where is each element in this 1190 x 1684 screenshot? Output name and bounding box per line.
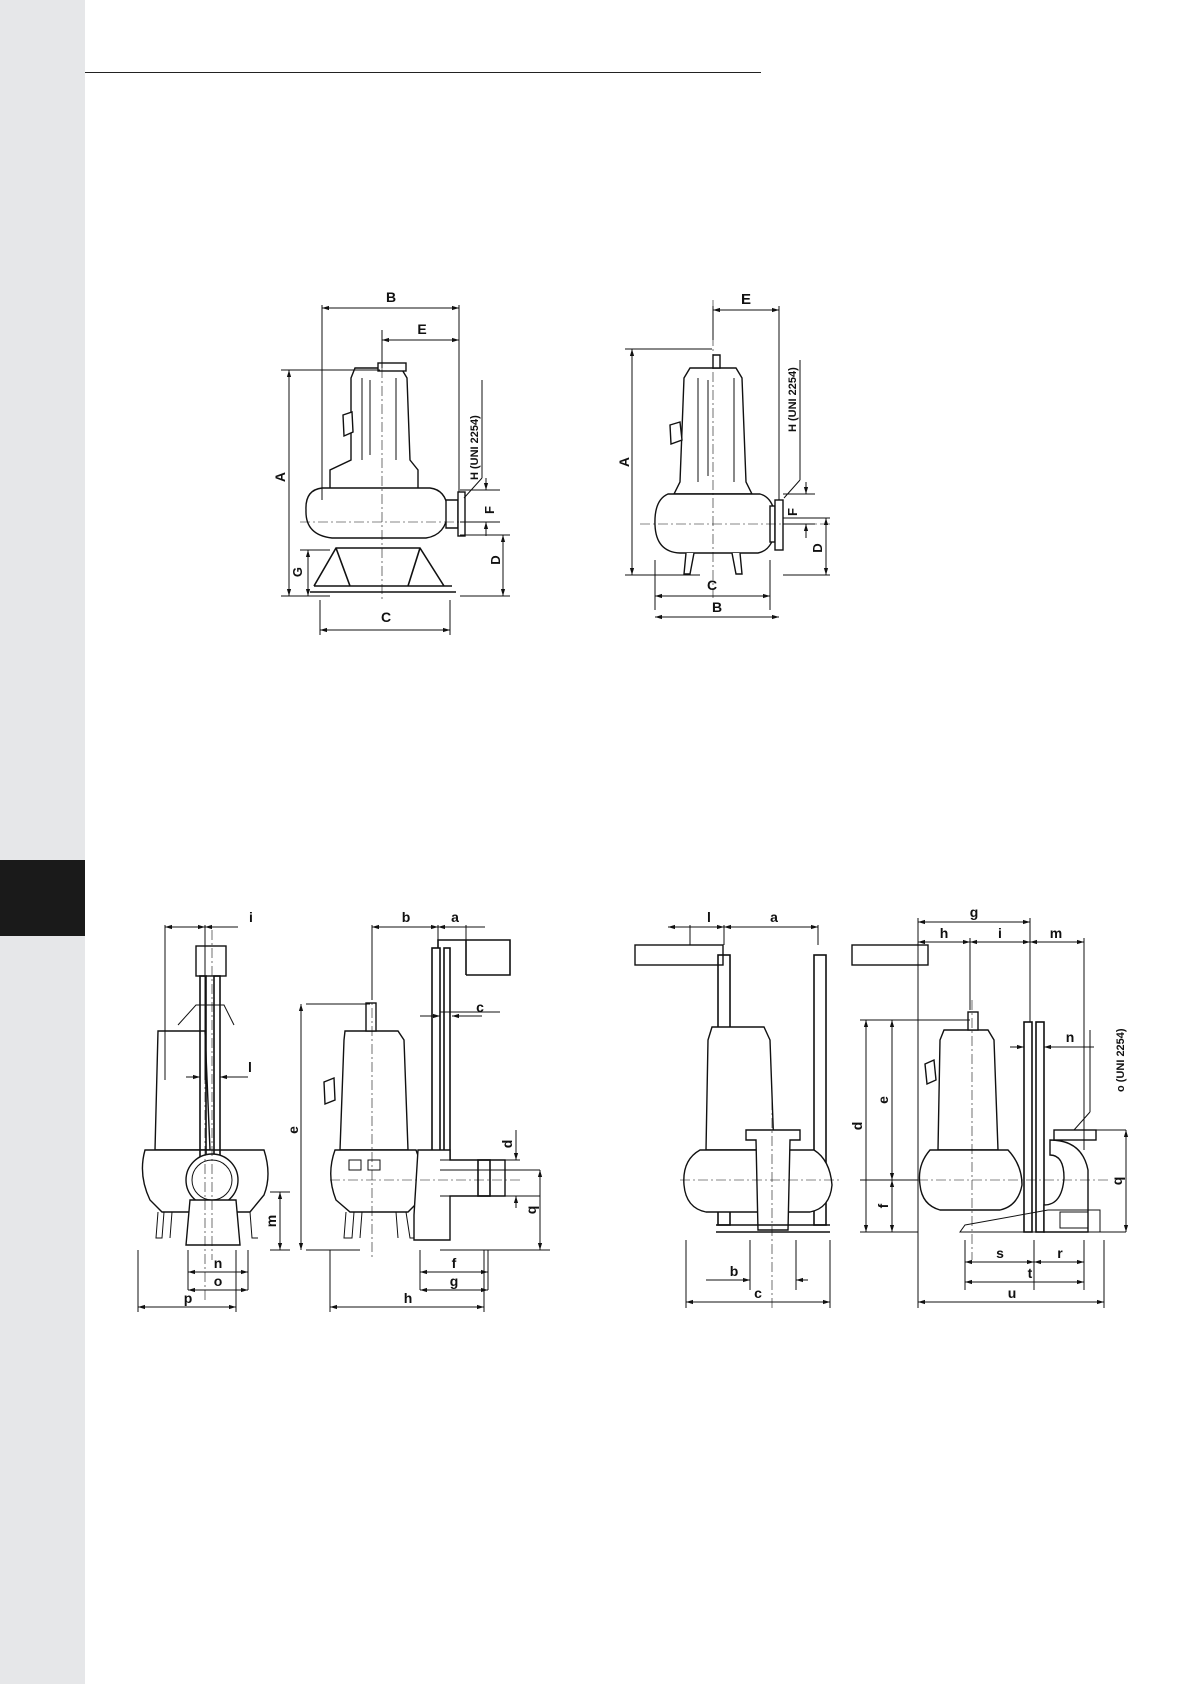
fig3-label-m: m — [263, 1215, 279, 1227]
fig3-label-l: l — [248, 1059, 252, 1075]
fig3-label-o: o — [214, 1273, 223, 1289]
pump-stand-drawing: B E A G C F D H (UNI 2254) — [272, 289, 510, 635]
fig4-label-c: c — [754, 1285, 762, 1301]
pump-guide-rail-drawing: i l b a c e m d q n o p f g h — [138, 909, 550, 1312]
fig3-label-c: c — [476, 999, 484, 1015]
fig2-label-h: H (UNI 2254) — [787, 367, 799, 432]
fig1-label-e: E — [417, 321, 426, 337]
fig1-label-g: G — [290, 567, 305, 577]
fig4-label-e: e — [875, 1096, 891, 1104]
fig4-label-b: b — [730, 1263, 739, 1279]
fig3-label-q: q — [523, 1206, 539, 1215]
fig2-label-e: E — [741, 291, 751, 308]
fig3-label-f: f — [452, 1255, 457, 1271]
fig3-label-n: n — [214, 1255, 223, 1271]
fig3-label-h: h — [404, 1290, 413, 1306]
fig4-label-g: g — [970, 904, 979, 920]
fig1-label-a: A — [272, 472, 288, 482]
fig2-label-d: D — [810, 543, 825, 552]
fig3-label-d: d — [499, 1140, 515, 1149]
fig3-label-p: p — [184, 1290, 193, 1306]
fig4-label-l: l — [707, 909, 711, 925]
fig4-label-n: n — [1066, 1029, 1075, 1045]
fig1-label-b: B — [386, 289, 396, 305]
fig2-label-c: C — [707, 577, 717, 593]
pump-freestanding-drawing: E A C B F D H (UNI 2254) — [616, 291, 830, 617]
fig4-label-u: u — [1008, 1285, 1017, 1301]
fig4-label-a: a — [770, 909, 778, 925]
fig3-label-i: i — [249, 909, 253, 925]
fig1-label-h: H (UNI 2254) — [469, 415, 481, 480]
fig1-label-f: F — [482, 506, 497, 514]
fig2-label-b: B — [712, 599, 722, 615]
fig4-label-t: t — [1028, 1265, 1033, 1281]
fig3-label-a: a — [451, 909, 459, 925]
fig3-label-g: g — [450, 1273, 459, 1289]
fig3-label-e: e — [285, 1126, 301, 1134]
fig4-label-q: q — [1109, 1177, 1125, 1186]
fig4-label-i: i — [998, 925, 1002, 941]
fig4-label-f: f — [875, 1203, 891, 1208]
fig4-label-r: r — [1057, 1245, 1063, 1261]
fig2-label-a: A — [616, 457, 632, 467]
fig4-label-d: d — [849, 1122, 865, 1131]
fig4-label-o: o (UNI 2254) — [1115, 1028, 1127, 1092]
fig4-label-m: m — [1050, 925, 1062, 941]
fig1-label-d: D — [488, 555, 503, 564]
fig4-label-h: h — [940, 925, 949, 941]
fig1-label-c: C — [381, 609, 391, 625]
fig2-label-f: F — [785, 508, 800, 516]
fig4-label-s: s — [996, 1245, 1004, 1261]
pump-double-rail-drawing: l a g h i m n o (UNI 2254) d e f q b c s… — [635, 904, 1127, 1310]
fig3-label-b: b — [402, 909, 411, 925]
